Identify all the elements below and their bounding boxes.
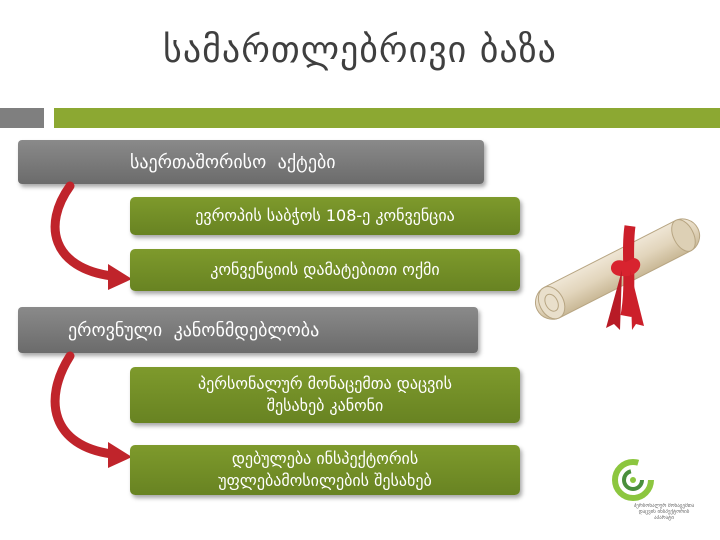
accent-bar-green — [54, 108, 720, 128]
section-heading-national: ეროვნული კანონმდებლობა — [18, 307, 478, 353]
section-heading-label: საერთაშორისო აქტები — [130, 151, 336, 173]
list-item-label: დებულება ინსპექტორის უფლებამოსილების შეს… — [218, 449, 432, 490]
list-item-additional-protocol: კონვენციის დამატებითი ოქმი — [130, 249, 520, 291]
logo-caption-line: აპარატი — [654, 515, 674, 521]
curved-arrow-icon — [50, 181, 132, 290]
section-heading-international: საერთაშორისო აქტები — [18, 140, 484, 184]
inspector-logo-icon — [612, 459, 654, 501]
logo-caption-line: დაცვის ინსპექტორის — [638, 509, 690, 515]
logo-caption: პერსონალურ მონაცემთა დაცვის ინსპექტორის … — [612, 503, 716, 521]
diploma-scroll-icon — [535, 218, 701, 330]
list-item-label: პერსონალურ მონაცემთა დაცვის შესახებ კანო… — [198, 374, 452, 415]
list-item-label: კონვენციის დამატებითი ოქმი — [210, 260, 440, 279]
accent-bar-gray — [0, 108, 44, 128]
page-title: სამართლებრივი ბაზა — [163, 30, 557, 71]
section-heading-label: ეროვნული კანონმდებლობა — [68, 319, 320, 341]
list-item-convention-108: ევროპის საბჭოს 108-ე კონვენცია — [130, 197, 520, 235]
logo-caption-line: პერსონალურ მონაცემთა — [633, 503, 695, 509]
curved-arrow-icon — [50, 351, 132, 468]
list-item-label: ევროპის საბჭოს 108-ე კონვენცია — [195, 206, 455, 225]
list-item-data-protection-law: პერსონალურ მონაცემთა დაცვის შესახებ კანო… — [130, 367, 520, 423]
list-item-inspector-regulation: დებულება ინსპექტორის უფლებამოსილების შეს… — [130, 445, 520, 495]
